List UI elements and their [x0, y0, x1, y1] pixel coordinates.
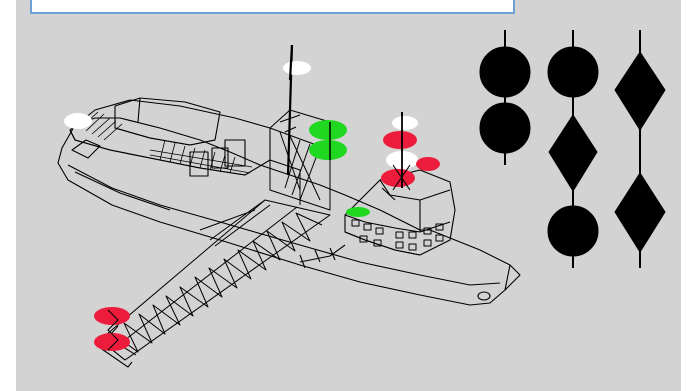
white-light — [283, 61, 311, 75]
green-light — [309, 140, 347, 160]
green-light — [346, 207, 370, 217]
ball-shape — [548, 47, 598, 97]
red-light — [383, 131, 417, 149]
shape-column-middle — [548, 30, 598, 268]
scene-canvas — [16, 0, 681, 391]
red-light — [94, 333, 130, 351]
red-light — [94, 307, 130, 325]
white-light — [64, 113, 92, 129]
ball-shape — [480, 103, 530, 153]
ball-shape — [480, 47, 530, 97]
header-box — [30, 0, 515, 14]
red-light — [416, 157, 440, 171]
white-light — [392, 116, 418, 130]
green-light — [309, 120, 347, 140]
ball-shape — [548, 206, 598, 256]
